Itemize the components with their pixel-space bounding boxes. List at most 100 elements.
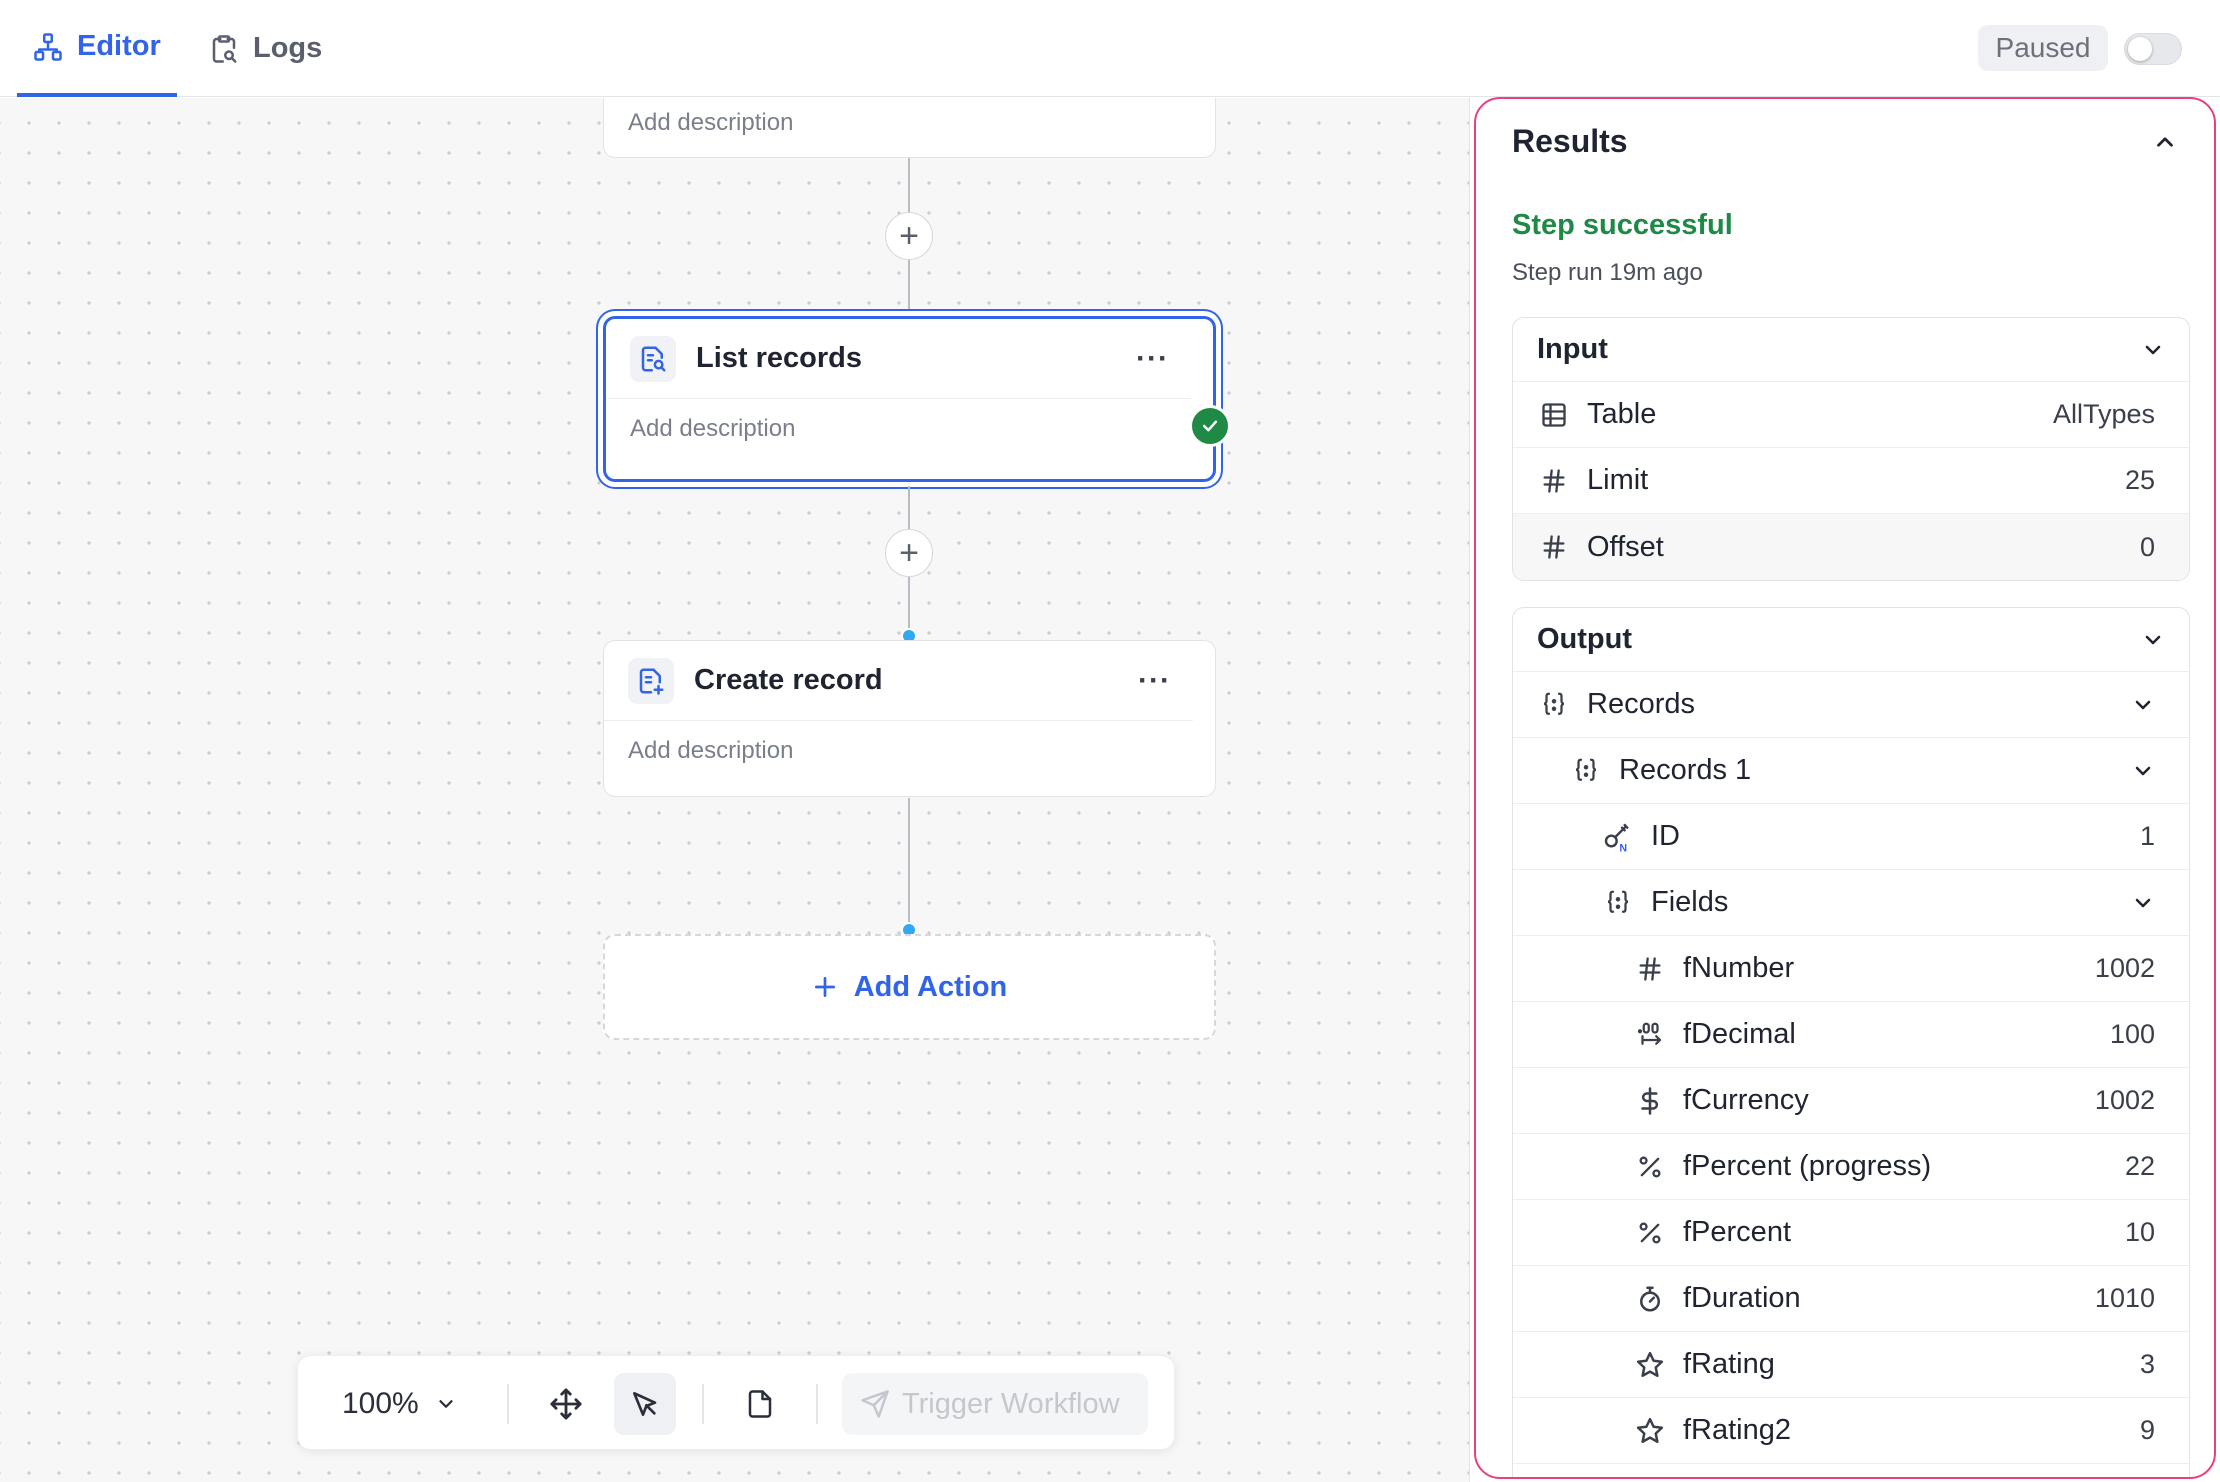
output-row-records-1[interactable]: Records 1 xyxy=(1513,738,2189,804)
file-icon xyxy=(745,1389,775,1419)
output-row-records[interactable]: Records xyxy=(1513,672,2189,738)
chevron-down-icon xyxy=(2141,628,2165,652)
row-value: AllTypes xyxy=(2052,399,2155,429)
input-row[interactable]: Table AllTypes xyxy=(1513,382,2189,448)
top-bar: Editor Logs Paused xyxy=(0,0,2220,97)
row-label: fRating2 xyxy=(1683,1414,1792,1446)
output-row-fnumber[interactable]: fNumber 1002 xyxy=(1513,936,2189,1002)
row-label: Offset xyxy=(1587,530,1664,563)
canvas-toolbar: 100% Trigger Workflow xyxy=(297,1355,1175,1450)
star-icon xyxy=(1633,1416,1667,1446)
key-icon: N xyxy=(1601,821,1635,853)
more-options-icon[interactable]: ··· xyxy=(1138,663,1171,697)
step-status: Step successful xyxy=(1512,209,1733,241)
row-value: 22 xyxy=(2124,1151,2155,1181)
results-panel: Results Step successful Step run 19m ago… xyxy=(1474,97,2216,1479)
chevron-down-icon xyxy=(2131,891,2155,915)
row-label: fDecimal xyxy=(1683,1018,1796,1050)
output-row-fcurrency[interactable]: fCurrency 1002 xyxy=(1513,1068,2189,1134)
output-row-fdecimal[interactable]: fDecimal 100 xyxy=(1513,1002,2189,1068)
section-title: Output xyxy=(1537,623,1633,655)
tab-logs[interactable]: Logs xyxy=(205,0,322,97)
node-description[interactable]: Add description xyxy=(630,415,796,442)
percent-icon xyxy=(1633,1153,1667,1181)
select-tool-button[interactable] xyxy=(614,1373,676,1435)
node-list-records[interactable]: List records ··· Add description xyxy=(603,316,1216,482)
zoom-select[interactable]: 100% xyxy=(342,1356,457,1451)
panel-title: Results xyxy=(1512,123,1628,159)
input-row[interactable]: Offset 0 xyxy=(1513,514,2189,580)
row-label: fDuration xyxy=(1683,1282,1801,1314)
connector-line xyxy=(908,798,910,1028)
toolbar-divider xyxy=(507,1384,509,1424)
output-section-header[interactable]: Output xyxy=(1513,608,2189,672)
row-label: fCurrency xyxy=(1683,1084,1809,1116)
object-braces-icon xyxy=(1537,690,1571,720)
row-value: 10 xyxy=(2124,1217,2155,1247)
row-label: ID xyxy=(1651,820,1680,852)
star-icon xyxy=(1633,1350,1667,1380)
row-value: 100 xyxy=(2109,1019,2155,1049)
row-value: 0 xyxy=(2139,531,2155,562)
tab-logs-label: Logs xyxy=(253,32,323,64)
row-label: Table xyxy=(1587,398,1657,430)
row-label: fNumber xyxy=(1683,952,1795,984)
node-create-record[interactable]: Create record ··· Add description xyxy=(603,640,1216,797)
insert-step-button[interactable]: + xyxy=(885,529,933,577)
output-row-frating[interactable]: fRating 3 xyxy=(1513,1332,2189,1398)
chevron-down-icon xyxy=(2131,759,2155,783)
input-row[interactable]: Limit 25 xyxy=(1513,448,2189,514)
hash-icon xyxy=(1537,467,1571,495)
clipboard-search-icon xyxy=(209,34,239,64)
toggle-knob xyxy=(2128,37,2152,61)
input-section-header[interactable]: Input xyxy=(1513,318,2189,382)
chevron-up-icon[interactable] xyxy=(2152,129,2178,155)
add-action-label: Add Action xyxy=(853,970,1008,1003)
output-row-fields[interactable]: Fields xyxy=(1513,870,2189,936)
node-description[interactable]: Add description xyxy=(628,737,794,764)
toolbar-divider xyxy=(702,1384,704,1424)
move-icon xyxy=(549,1387,583,1421)
input-section: Input Table AllTypes Limit 25 Offset 0 xyxy=(1512,317,2190,581)
note-button[interactable] xyxy=(729,1373,791,1435)
row-label: fPercent (progress) xyxy=(1683,1150,1932,1182)
chevron-down-icon xyxy=(435,1393,457,1415)
activate-toggle[interactable] xyxy=(2124,33,2182,65)
insert-step-button[interactable]: + xyxy=(885,212,933,260)
row-value: 3 xyxy=(2139,1349,2155,1379)
tab-editor[interactable]: Editor xyxy=(17,0,177,97)
chevron-down-icon xyxy=(2131,693,2155,717)
zoom-level: 100% xyxy=(342,1386,419,1420)
node-description[interactable]: Add description xyxy=(628,109,794,136)
stopwatch-icon xyxy=(1633,1284,1667,1314)
check-icon xyxy=(1189,405,1231,447)
cursor-icon xyxy=(629,1388,661,1420)
section-title: Input xyxy=(1537,333,1608,365)
table-icon xyxy=(1537,401,1571,429)
decimal-icon xyxy=(1633,1020,1667,1050)
pan-tool-button[interactable] xyxy=(535,1373,597,1435)
add-action-button[interactable]: Add Action xyxy=(603,934,1216,1040)
row-label: fRating xyxy=(1683,1348,1775,1380)
row-value: 1002 xyxy=(2094,1085,2155,1115)
create-record-icon xyxy=(628,657,674,704)
output-row-fpercent-progress[interactable]: fPercent (progress) 22 xyxy=(1513,1134,2189,1200)
workflow-icon xyxy=(33,32,63,62)
step-time: Step run 19m ago xyxy=(1512,259,1703,286)
row-label: Records xyxy=(1587,688,1695,720)
output-section: Output Records Records 1 N ID 1 Fields xyxy=(1512,607,2190,1477)
send-icon xyxy=(860,1389,890,1419)
output-row-id[interactable]: N ID 1 xyxy=(1513,804,2189,870)
trigger-workflow-button[interactable]: Trigger Workflow xyxy=(842,1373,1148,1435)
output-row-fduration[interactable]: fDuration 1010 xyxy=(1513,1266,2189,1332)
row-label: fPercent xyxy=(1683,1216,1791,1248)
row-value: 25 xyxy=(2124,465,2155,495)
output-row-fpercent[interactable]: fPercent 10 xyxy=(1513,1200,2189,1266)
workflow-canvas[interactable]: Add description + List records ··· Add d… xyxy=(0,98,1470,1482)
dollar-icon xyxy=(1633,1086,1667,1116)
node-previous[interactable]: Add description xyxy=(603,98,1216,158)
output-row-frating2[interactable]: fRating2 9 xyxy=(1513,1398,2189,1464)
more-options-icon[interactable]: ··· xyxy=(1136,341,1169,375)
node-title: Create record xyxy=(694,664,883,696)
hash-icon xyxy=(1537,533,1571,561)
